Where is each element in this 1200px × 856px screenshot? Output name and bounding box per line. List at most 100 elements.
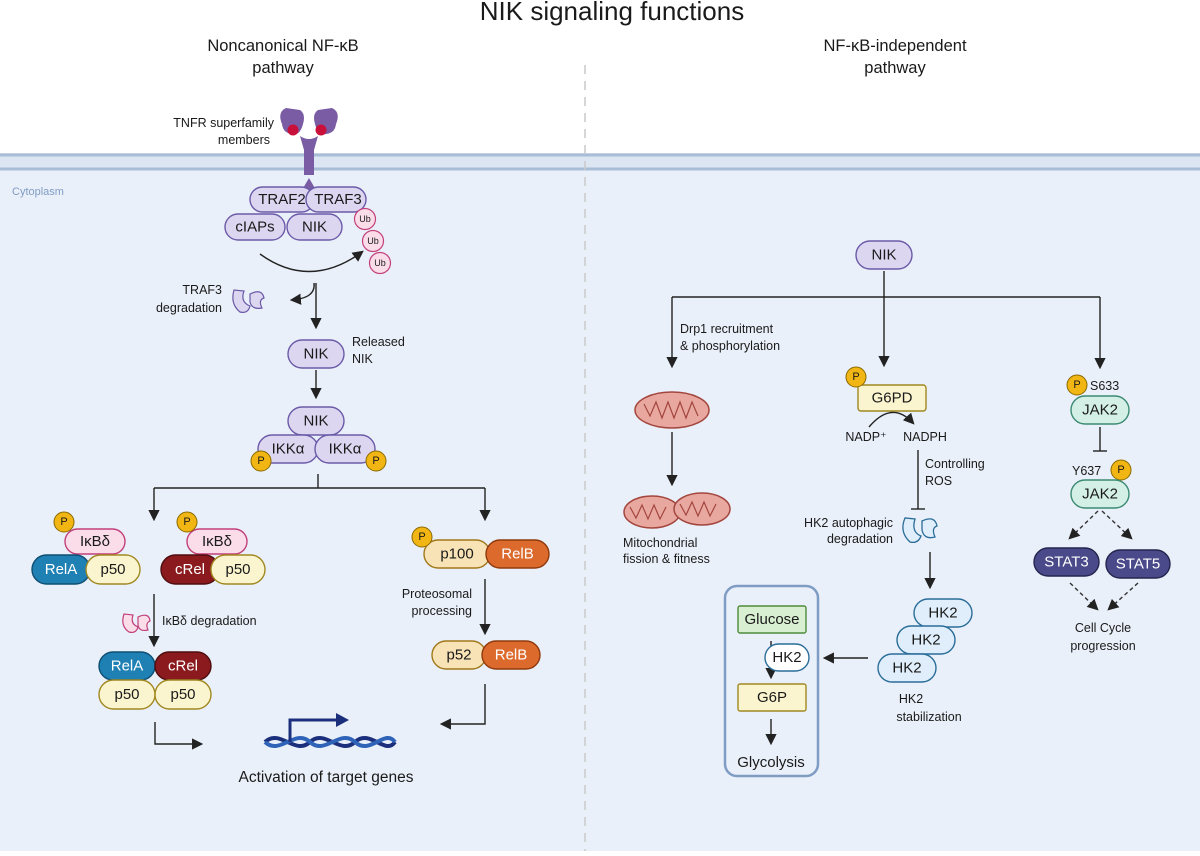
- svg-text:P: P: [418, 531, 425, 543]
- svg-text:Ub: Ub: [374, 258, 386, 268]
- hk2-protein-2: HK2: [896, 625, 956, 655]
- svg-text:IκBδ: IκBδ: [202, 533, 232, 550]
- dna-helix-icon: [263, 713, 397, 749]
- rela-protein-2: RelA: [98, 651, 156, 681]
- p50-protein-3: p50: [98, 679, 156, 710]
- svg-text:NIK: NIK: [303, 346, 328, 363]
- cell-cycle-line2: progression: [1070, 639, 1135, 653]
- svg-text:HK2: HK2: [772, 649, 801, 666]
- svg-text:P: P: [372, 455, 379, 467]
- mitochondria-fission-icon: [623, 492, 731, 529]
- svg-text:NIK: NIK: [871, 247, 896, 264]
- y637-label: Y637: [1072, 464, 1101, 478]
- svg-text:STAT5: STAT5: [1116, 556, 1160, 573]
- svg-text:P: P: [257, 455, 264, 467]
- svg-text:P: P: [1073, 379, 1080, 391]
- drp1-label-line1: Drp1 recruitment: [680, 322, 774, 336]
- phospho-badge-y637: P: [1110, 459, 1132, 481]
- phospho-badge-s633: P: [1066, 374, 1088, 396]
- mito-label-line1: Mitochondrial: [623, 536, 697, 550]
- g6pd-protein: G6PD: [857, 384, 927, 412]
- hk2-stabilization-line1: HK2: [899, 692, 923, 706]
- cytoplasm-area: [0, 170, 1200, 851]
- svg-text:Ub: Ub: [359, 214, 371, 224]
- phospho-badge-ikbd-1: P: [53, 511, 75, 533]
- nadph-label: NADPH: [903, 430, 947, 444]
- svg-text:p50: p50: [114, 686, 139, 703]
- svg-text:HK2: HK2: [928, 605, 957, 622]
- svg-text:IκBδ: IκBδ: [80, 533, 110, 550]
- p50-protein-1: p50: [85, 554, 141, 585]
- arrow-to-genes-right: [439, 684, 486, 730]
- right-heading-line1: NF-κB-independent: [823, 37, 966, 55]
- arrow-to-genes-left: [154, 722, 204, 750]
- hk2-stabilization-line2: stabilization: [896, 710, 961, 724]
- degradation-branch-arrow: [289, 282, 315, 305]
- membrane-band: [0, 153, 1200, 170]
- crel-protein-2: cRel: [154, 651, 212, 681]
- svg-text:IKKα: IKKα: [329, 441, 362, 458]
- svg-text:RelB: RelB: [495, 647, 528, 664]
- ubiquitin-2: Ub: [361, 229, 385, 253]
- phospho-badge-g6pd: P: [845, 366, 867, 388]
- stat5-protein: STAT5: [1105, 549, 1171, 579]
- nik-right-protein: NIK: [855, 240, 913, 270]
- nadp-label: NADP⁺: [845, 430, 886, 444]
- hk2-enzyme: HK2: [764, 643, 810, 672]
- svg-text:G6P: G6P: [757, 689, 787, 706]
- ubiquitin-1: Ub: [353, 207, 377, 231]
- left-heading-line2: pathway: [252, 59, 314, 77]
- released-nik-label-line2: NIK: [352, 352, 374, 366]
- phospho-badge-ikka-1: P: [250, 450, 272, 472]
- svg-text:TRAF2: TRAF2: [258, 191, 306, 208]
- svg-text:STAT3: STAT3: [1044, 554, 1088, 571]
- traf2-protein: TRAF2: [249, 186, 315, 213]
- svg-text:TRAF3: TRAF3: [314, 191, 362, 208]
- svg-text:RelA: RelA: [45, 561, 78, 578]
- s633-label: S633: [1090, 379, 1119, 393]
- phospho-badge-ikbd-2: P: [176, 511, 198, 533]
- hk2-degradation-line2: degradation: [827, 532, 893, 546]
- svg-text:RelA: RelA: [111, 658, 144, 675]
- nik-ikk-protein: NIK: [287, 406, 345, 436]
- svg-text:p100: p100: [440, 546, 473, 563]
- svg-text:JAK2: JAK2: [1082, 486, 1118, 503]
- g6p-box: G6P: [737, 683, 807, 712]
- svg-text:p50: p50: [100, 561, 125, 578]
- stat3-protein: STAT3: [1033, 547, 1100, 577]
- drp1-label-line2: & phosphorylation: [680, 339, 780, 353]
- ikbd-degradation-label: IκBδ degradation: [162, 614, 257, 628]
- hk2-protein-3: HK2: [877, 653, 937, 683]
- glucose-box: Glucose: [737, 605, 807, 634]
- receptor-label-line1: TNFR superfamily: [173, 116, 274, 130]
- ciaps-protein: cIAPs: [224, 213, 286, 241]
- jak2-protein-1: JAK2: [1070, 395, 1130, 425]
- hk2-degradation-line1: HK2 autophagic: [804, 516, 893, 530]
- svg-text:cIAPs: cIAPs: [235, 219, 274, 236]
- diagram-title: NIK signaling functions: [480, 0, 744, 26]
- svg-text:Ub: Ub: [367, 236, 379, 246]
- arrow-stat3-to-cycle: [1069, 582, 1099, 611]
- right-heading-line2: pathway: [864, 59, 926, 77]
- crel-protein-1: cRel: [160, 554, 220, 585]
- hk2-fragment-icon: [902, 517, 938, 544]
- left-heading-line1: Noncanonical NF-κB: [207, 37, 358, 55]
- p100-protein: p100: [423, 539, 491, 569]
- nik-complex-protein: NIK: [286, 213, 343, 241]
- svg-text:Glucose: Glucose: [744, 611, 799, 628]
- mitochondrion-icon: [634, 391, 710, 429]
- svg-text:P: P: [852, 371, 859, 383]
- svg-text:cRel: cRel: [175, 561, 205, 578]
- traf3-degradation-line1: TRAF3: [182, 283, 222, 297]
- activation-label: Activation of target genes: [239, 769, 414, 786]
- ubiquitin-3: Ub: [368, 251, 392, 275]
- hk2-protein-1: HK2: [913, 598, 973, 628]
- svg-text:G6PD: G6PD: [872, 390, 913, 407]
- phospho-badge-ikka-2: P: [365, 450, 387, 472]
- glycolysis-label: Glycolysis: [737, 754, 805, 771]
- phospho-badge-p100: P: [411, 526, 433, 548]
- controlling-ros-line2: ROS: [925, 474, 952, 488]
- traf3-protein: TRAF3: [305, 186, 367, 213]
